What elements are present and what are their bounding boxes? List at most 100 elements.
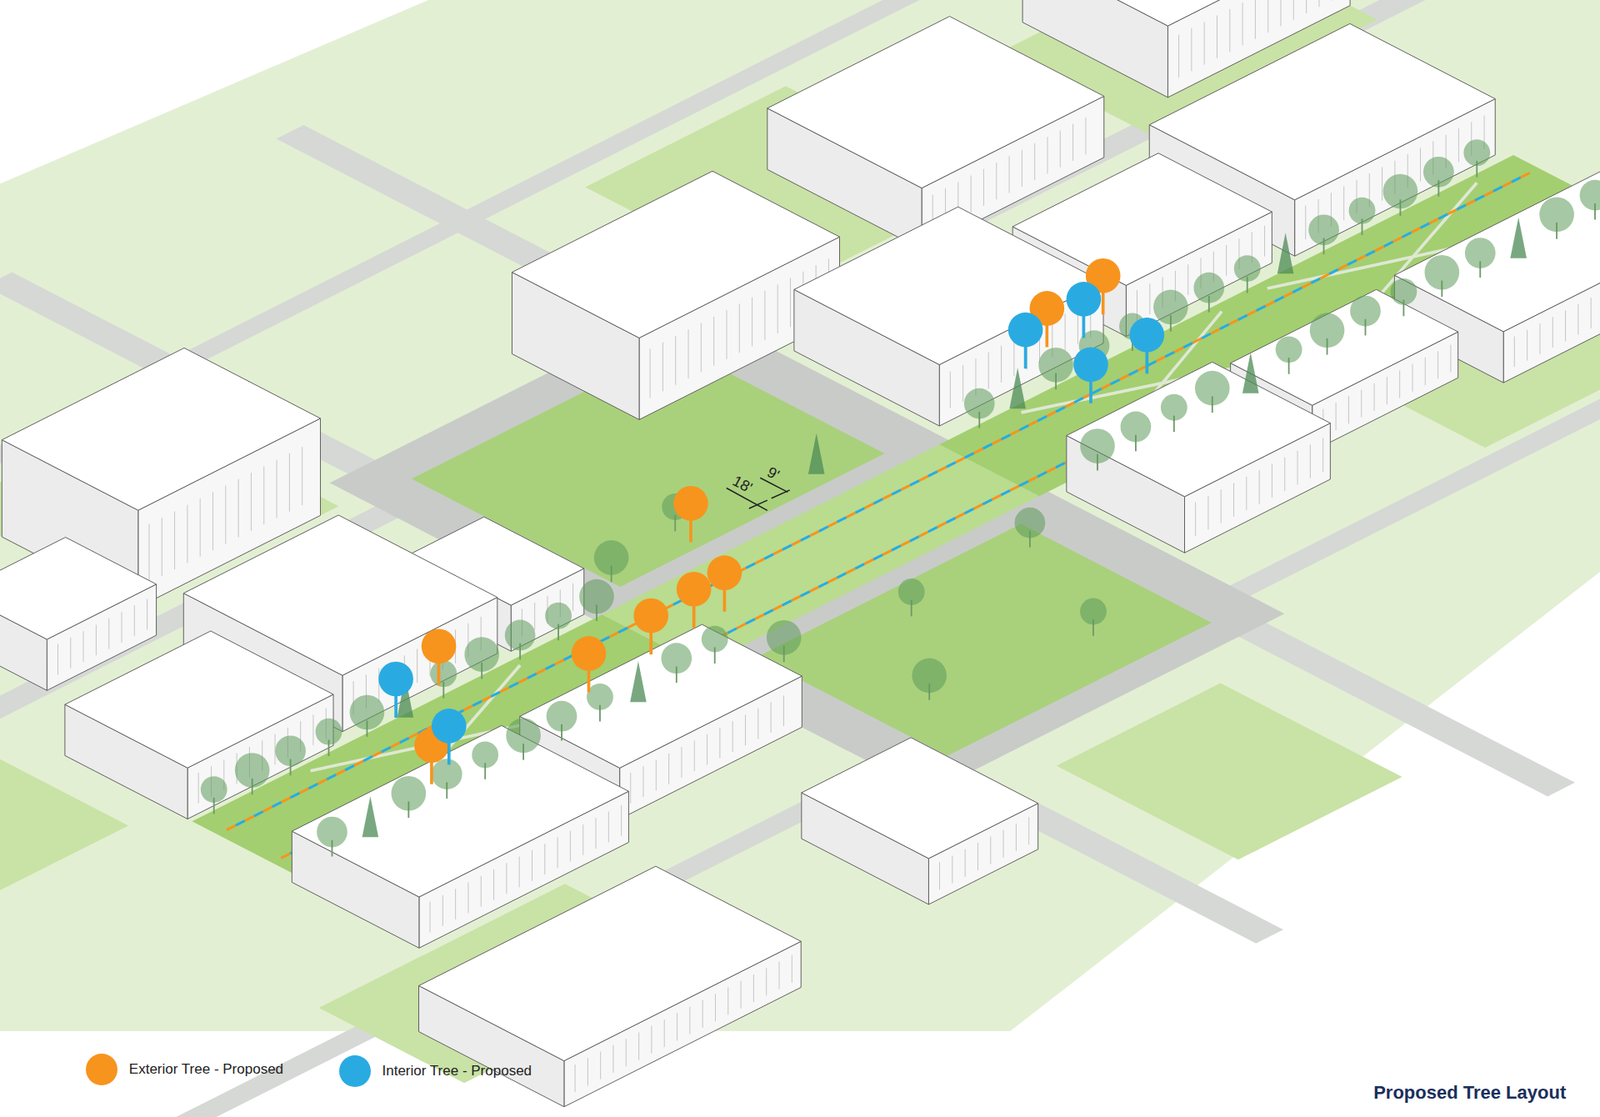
window-line [1437,350,1439,379]
conifer-tree [808,433,825,475]
dimension-tick [771,490,790,499]
tree-canopy [766,620,802,655]
tree-canopy [350,695,385,730]
conifer-tree [1277,232,1295,274]
window-line [1245,476,1247,510]
window-line [1178,35,1180,78]
window-line [1149,283,1150,315]
window-line [700,323,702,373]
tree-canopy [660,642,692,674]
proposed-tree [421,629,457,665]
window-line [1318,0,1320,7]
window-line [950,371,951,409]
window-line [1242,2,1244,45]
window-line [1225,245,1227,276]
building-roof [291,725,629,897]
window-line [625,1038,627,1066]
window-line [1552,316,1554,348]
window-line [174,510,175,570]
window-line [745,715,746,746]
window-line [1565,310,1566,342]
conifer-tree [1009,367,1026,409]
building [794,206,1104,426]
tree-canopy [1465,237,1496,269]
map-title: Proposed Tree Layout [1373,1081,1566,1104]
window-line [608,811,610,843]
building-roof [511,170,840,338]
conifer-tree [362,795,380,837]
window-line [783,695,785,726]
building-roof [1,347,320,510]
tree-canopy [586,683,614,710]
window-line [587,1057,589,1085]
window-line [725,310,727,360]
window-line [600,1051,601,1080]
window-line [493,869,495,900]
window-line [250,472,252,531]
window-line [1343,186,1345,220]
window-line [668,753,670,785]
window-line [1310,444,1311,478]
window-line [995,162,997,200]
window-line [1280,0,1282,26]
window-line [939,861,940,890]
planting-line [280,200,1585,858]
window-line [965,849,966,877]
window-line [1577,304,1579,335]
tree-canopy [1350,295,1381,327]
tree-canopy [315,718,343,745]
dimension-tick [749,500,768,509]
window-line [970,175,972,213]
window-line [1284,457,1285,491]
window-line [198,772,200,804]
window-line [620,805,622,836]
building-roof [794,206,1104,365]
window-line [680,746,682,778]
window-line [740,980,742,1009]
tree-canopy [316,816,348,848]
proposed-tree [1073,346,1109,382]
window-line [442,895,444,926]
tree-canopy [1308,214,1340,245]
tree-canopy [594,540,630,575]
window-line [1374,383,1375,411]
window-line [1220,489,1222,523]
window-line [1411,364,1413,392]
window-line [1021,150,1023,187]
tree-canopy [579,579,615,615]
proposed-tree [431,708,467,744]
window-line [430,901,431,933]
planting-line [280,200,1585,858]
tree-canopy [1153,290,1189,325]
window-line [715,993,716,1021]
tree-canopy [1234,255,1261,282]
tree-canopy [464,636,500,672]
window-line [1065,313,1066,350]
window-line [1187,264,1189,295]
window-line [962,365,964,402]
window-line [83,630,85,662]
tree-canopy [200,775,228,803]
proposed-tree [633,598,669,634]
building-roof [520,624,803,768]
window-line [1305,0,1307,14]
tree-canopy [911,658,947,694]
window-line [1335,402,1337,430]
window-line [689,1006,690,1035]
window-line [688,329,690,379]
building-roof [767,16,1105,189]
building [0,537,157,691]
window-line [675,335,676,385]
window-line [289,453,290,512]
conifer-tree [630,660,647,702]
window-line [1293,0,1295,20]
building-roof [419,865,802,1060]
tree-canopy [1383,174,1419,210]
building-roof [1066,361,1331,496]
window-line [531,850,533,881]
window-line [753,974,755,1002]
window-line [1216,15,1218,58]
window-line [312,714,314,745]
